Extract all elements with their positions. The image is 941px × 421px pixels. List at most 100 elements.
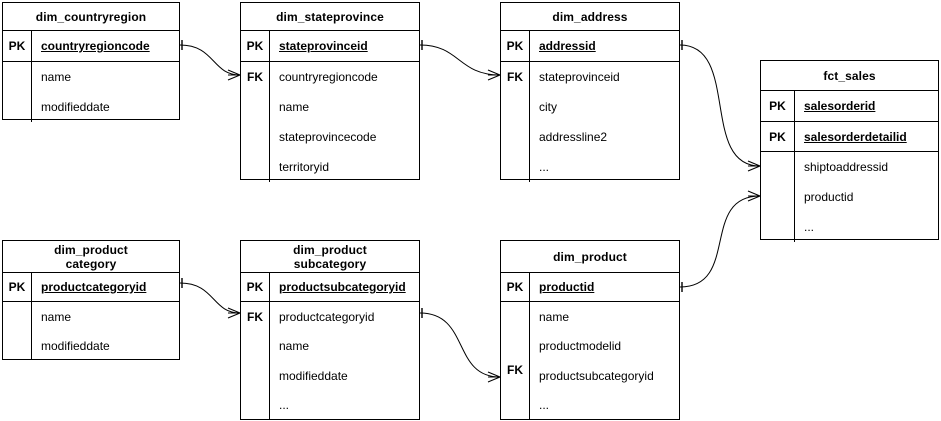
key-label: PK (769, 130, 786, 144)
cardinality-many-marker (487, 371, 501, 383)
attribute-name: modifieddate (41, 100, 110, 114)
entity-title-dim_address: dim_address (501, 3, 679, 31)
key-column-divider (31, 31, 32, 61)
attribute-name: name (41, 70, 72, 84)
attribute-row[interactable]: countryregioncode (31, 31, 179, 61)
key-column-divider (794, 91, 795, 121)
attribute-row[interactable]: addressline2 (529, 122, 679, 152)
entity-title-dim_countryregion: dim_countryregion (3, 3, 179, 31)
attribute-row[interactable]: stateprovincecode (269, 122, 419, 152)
attribute-row[interactable]: ... (529, 152, 679, 182)
attribute-name: ... (279, 398, 290, 413)
attribute-row[interactable]: modifieddate (31, 331, 179, 360)
relationship-line (179, 44, 241, 76)
key-label: PK (8, 39, 26, 53)
attribute-name: productsubcategoryid (279, 280, 406, 294)
key-label: PK (8, 280, 26, 294)
attribute-name: territoryid (279, 160, 330, 174)
attribute-row[interactable]: name (529, 302, 679, 332)
attribute-name: city (539, 100, 557, 114)
attribute-name: modifieddate (41, 338, 110, 353)
key-label: FK (507, 363, 523, 378)
attribute-row[interactable]: salesorderid (794, 91, 938, 121)
key-label (3, 302, 31, 360)
attribute-name: ... (539, 160, 550, 174)
relationship-stateprovince-to-address[interactable] (419, 40, 501, 81)
attribute-row[interactable]: ... (794, 212, 938, 242)
attribute-row[interactable]: modifieddate (269, 361, 419, 391)
relationship-productsubcategory-to-product[interactable] (419, 308, 501, 383)
attribute-name: productmodelid (539, 339, 622, 354)
attribute-name: countryregioncode (279, 70, 378, 84)
entity-section: shiptoaddressid productid... (761, 151, 938, 242)
attribute-row[interactable]: productcategoryid (269, 302, 419, 332)
attribute-row[interactable]: countryregioncode (269, 62, 419, 92)
relationship-line (679, 195, 761, 288)
attribute-row[interactable]: ... (269, 391, 419, 421)
attribute-row[interactable]: productid (529, 273, 679, 301)
attribute-name: salesorderdetailid (804, 130, 907, 144)
attribute-row[interactable]: name (269, 92, 419, 122)
entity-section: PK countryregioncode (3, 31, 179, 61)
key-label: PK (246, 280, 264, 294)
attribute-row[interactable]: ... (529, 391, 679, 421)
relationship-line (419, 44, 501, 76)
attribute-row[interactable]: stateprovinceid (269, 31, 419, 61)
attribute-row[interactable]: modifieddate (31, 92, 179, 122)
attribute-name: productid (539, 280, 595, 294)
entity-title-dim_stateprovince: dim_stateprovince (241, 3, 419, 31)
attribute-name: stateprovinceid (539, 70, 620, 84)
attribute-row[interactable]: shiptoaddressid (794, 152, 938, 182)
key-label (761, 152, 794, 242)
attribute-row[interactable]: addressid (529, 31, 679, 61)
attribute-row[interactable]: stateprovinceid (529, 62, 679, 92)
attribute-row[interactable]: salesorderdetailid (794, 122, 938, 152)
key-column-divider (269, 273, 270, 301)
cardinality-many-marker (747, 160, 761, 172)
relationship-line (179, 282, 241, 314)
key-label (3, 62, 31, 122)
attribute-row[interactable]: name (31, 302, 179, 331)
key-column-divider (794, 122, 795, 152)
key-column-divider (31, 62, 32, 122)
attribute-row[interactable]: productsubcategoryid (529, 361, 679, 391)
entity-section: PK stateprovinceid (241, 31, 419, 61)
relationship-countryregion-to-stateprovince[interactable] (179, 40, 241, 81)
entity-section: name modifieddate (3, 61, 179, 122)
attribute-name: shiptoaddressid (804, 160, 889, 174)
attribute-name: stateprovinceid (279, 39, 368, 53)
attribute-row[interactable]: productsubcategoryid (269, 273, 419, 301)
attribute-row[interactable]: territoryid (269, 152, 419, 182)
relationship-address-to-sales[interactable] (679, 40, 761, 172)
attribute-name: name (41, 309, 72, 324)
cardinality-many-marker (747, 190, 761, 202)
key-label: FK (247, 310, 263, 324)
attribute-row[interactable]: productcategoryid (31, 273, 179, 301)
attribute-row[interactable]: name (269, 332, 419, 362)
key-label: PK (246, 39, 264, 53)
entity-title-dim_productcategory: dim_product category (3, 241, 179, 273)
attribute-row[interactable]: name (31, 62, 179, 92)
relationship-product-to-sales[interactable] (679, 190, 761, 292)
attribute-row[interactable]: productid (794, 182, 938, 212)
attribute-row[interactable]: productmodelid (529, 332, 679, 362)
key-column-divider (269, 302, 270, 420)
attribute-row[interactable]: city (529, 92, 679, 122)
relationship-productcategory-to-subcategory[interactable] (179, 278, 241, 319)
attribute-name: name (539, 309, 570, 324)
key-label: FK (247, 70, 263, 84)
cardinality-many-marker (227, 69, 241, 81)
key-label: PK (769, 99, 786, 113)
entity-section: FK name productmodelid productsubcategoryid… (501, 301, 679, 421)
relationship-line (419, 312, 501, 378)
